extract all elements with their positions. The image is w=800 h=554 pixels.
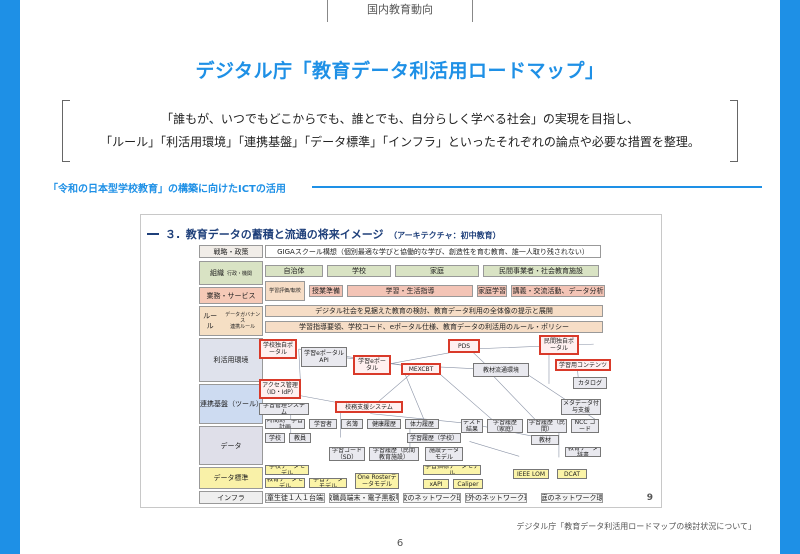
std-facility-model: 教育データモデル bbox=[265, 478, 305, 488]
node-access-management: アクセス管理（ID・IdP） bbox=[259, 379, 301, 399]
data-ncc-code: NCC コード bbox=[571, 419, 599, 433]
data-history-private: 学習履歴（民間） bbox=[527, 419, 567, 433]
layer-linkage: 連携基盤（ツール） bbox=[199, 384, 263, 424]
rule-overview: デジタル社会を見据えた教育の検討、教育データ利用の全体像の提示と展開 bbox=[265, 305, 603, 317]
layer-organization: 組織 行政・機関 bbox=[199, 261, 263, 285]
service-class-prep: 授業準備 bbox=[309, 285, 343, 297]
source-citation: デジタル庁「教育データ利活用ロードマップの検討状況について」 bbox=[516, 522, 756, 531]
std-ieee-lom: IEEE LOM bbox=[513, 469, 549, 479]
std-dcat: DCAT bbox=[557, 469, 587, 479]
service-analysis: 講義・交流活動、データ分析 bbox=[511, 285, 605, 297]
summary-line-1: 「誰もが、いつでもどこからでも、誰とでも、自分らしく学べる社会」の実現を目指し、 bbox=[161, 112, 639, 126]
infra-staff-device: 教職員端末・電子黒板等 bbox=[329, 493, 399, 503]
node-study-e-portal-api: 学習eポータルAPI bbox=[301, 347, 347, 367]
infra-school-network: 学校のネットワーク環境 bbox=[403, 493, 461, 503]
slide-title: 教育データの蓄積と流通の将来イメージ bbox=[185, 228, 384, 241]
slide-subtitle: （アーキテクチャ：初中教育） bbox=[389, 231, 501, 240]
slide-heading: ３. 教育データの蓄積と流通の将来イメージ （アーキテクチャ：初中教育） bbox=[147, 223, 501, 242]
node-private-content: 学習用コンテンツ bbox=[555, 359, 611, 371]
org-school: 学校 bbox=[327, 265, 391, 277]
node-meta-data: メタデータ付与支援 bbox=[561, 399, 601, 415]
node-private-portal: 民間独自ポータル bbox=[539, 335, 579, 355]
layer-utilization: 利活用環境 bbox=[199, 338, 263, 382]
data-admin-model: 施設データモデル bbox=[425, 447, 463, 461]
data-history-home: 学習履歴（家庭） bbox=[487, 419, 523, 433]
node-school-support: 校務支援システム bbox=[335, 401, 403, 413]
data-roster: 名簿 bbox=[341, 419, 363, 429]
data-code: 学習コード（SD） bbox=[329, 447, 365, 461]
std-learner-model: 学習データモデル bbox=[309, 478, 347, 488]
std-study-model: 学習指標データモデル bbox=[423, 465, 481, 475]
layer-business: 業務・サービス bbox=[199, 287, 263, 304]
node-pds: PDS bbox=[448, 339, 480, 353]
summary-right-bracket bbox=[730, 100, 738, 162]
infra-home-network: 家庭のネットワーク環境 bbox=[541, 493, 603, 503]
layer-data: データ bbox=[199, 426, 263, 465]
node-study-e-portal: 学習eポータル bbox=[353, 355, 391, 375]
org-municipality: 自治体 bbox=[265, 265, 323, 277]
std-oneroster: One Rosterデータモデル bbox=[355, 473, 399, 489]
org-private: 民間事業者・社会教育施設 bbox=[483, 265, 599, 277]
layer-rule-note-a: データガバナンス bbox=[225, 312, 261, 324]
layer-organization-label: 組織 bbox=[209, 269, 224, 277]
data-school: 学校 bbox=[265, 433, 285, 443]
summary-line-2: 「ルール」「利活用環境」「連携基盤」「データ標準」「インフラ」といったそれぞれの… bbox=[100, 135, 700, 149]
infra-device: 児童生徒１人１台端末 bbox=[265, 493, 325, 503]
service-guidance: 学習・生活指導 bbox=[347, 285, 473, 297]
node-edu-distribution: 教材流通環境 bbox=[473, 363, 529, 377]
org-home: 家庭 bbox=[395, 265, 479, 277]
data-learner: 学習者 bbox=[309, 419, 337, 429]
layer-standard: データ標準 bbox=[199, 467, 263, 489]
layer-rule-notes: データガバナンス 連携ルール bbox=[223, 312, 262, 330]
data-staff: 教員 bbox=[289, 433, 311, 443]
std-school-model: 学校データモデル bbox=[265, 465, 309, 475]
data-dictionary: 教育データ辞書 bbox=[565, 447, 601, 457]
std-xapi: xAPI bbox=[423, 479, 449, 489]
section-label: 国内教育動向 bbox=[327, 0, 473, 22]
node-study-management: 学習管理システム bbox=[259, 403, 309, 415]
layer-organization-note: 行政・機関 bbox=[226, 270, 252, 277]
page-number: 6 bbox=[396, 538, 404, 549]
std-caliper: Caliper bbox=[453, 479, 483, 489]
heading-dash bbox=[147, 232, 159, 235]
layer-rule-note-b: 連携ルール bbox=[230, 324, 256, 330]
architecture-slide: ３. 教育データの蓄積と流通の将来イメージ （アーキテクチャ：初中教育） bbox=[140, 214, 662, 508]
layer-rule-label: ルール bbox=[203, 312, 218, 330]
node-school-portal: 学校独自ポータル bbox=[259, 339, 297, 359]
subheading-rule bbox=[312, 186, 762, 188]
section-subheading: 「令和の日本型学校教育」の構築に向けたICTの活用 bbox=[48, 184, 286, 195]
left-accent-bar bbox=[0, 0, 20, 554]
slide-number: ３. bbox=[165, 228, 181, 241]
data-private-facility: 学習履歴（民間教育施設） bbox=[369, 447, 419, 461]
infra-outside-network: 学校外のネットワーク環境 bbox=[465, 493, 527, 503]
data-study-history: 学習履歴（学校） bbox=[407, 433, 461, 443]
data-fitness: 体力履歴 bbox=[405, 419, 439, 429]
service-home-study: 家庭学習 bbox=[477, 285, 507, 297]
data-test: テスト結果 bbox=[461, 419, 483, 433]
data-timetable: 時間割・学習計画 bbox=[265, 419, 305, 429]
node-catalog: カタログ bbox=[573, 377, 607, 389]
service-evaluation: 学習評価/転校 bbox=[265, 281, 305, 301]
layer-infra: インフラ bbox=[199, 491, 263, 504]
layer-rule: ルール データガバナンス 連携ルール bbox=[199, 306, 263, 336]
node-mexcbt: MEXCBT bbox=[401, 363, 441, 375]
strategy-band: GIGAスクール構想（個別最適な学びと協働的な学び、創造性を育む教育、誰一人取り… bbox=[265, 245, 601, 258]
page-title: デジタル庁「教育データ利活用ロードマップ」 bbox=[195, 60, 605, 82]
data-textbook: 教材 bbox=[531, 435, 559, 445]
right-accent-bar bbox=[780, 0, 800, 554]
data-health: 健康履歴 bbox=[367, 419, 401, 429]
rule-policy: 学習指導要領、学校コード、eポータル仕様、教育データの利活用のルール・ポリシー bbox=[265, 321, 603, 333]
summary-left-bracket bbox=[62, 100, 70, 162]
layer-strategy: 戦略・政策 bbox=[199, 245, 263, 258]
summary-box: 「誰もが、いつでもどこからでも、誰とでも、自分らしく学べる社会」の実現を目指し、… bbox=[62, 100, 738, 162]
slide-page-number: 9 bbox=[646, 493, 653, 503]
